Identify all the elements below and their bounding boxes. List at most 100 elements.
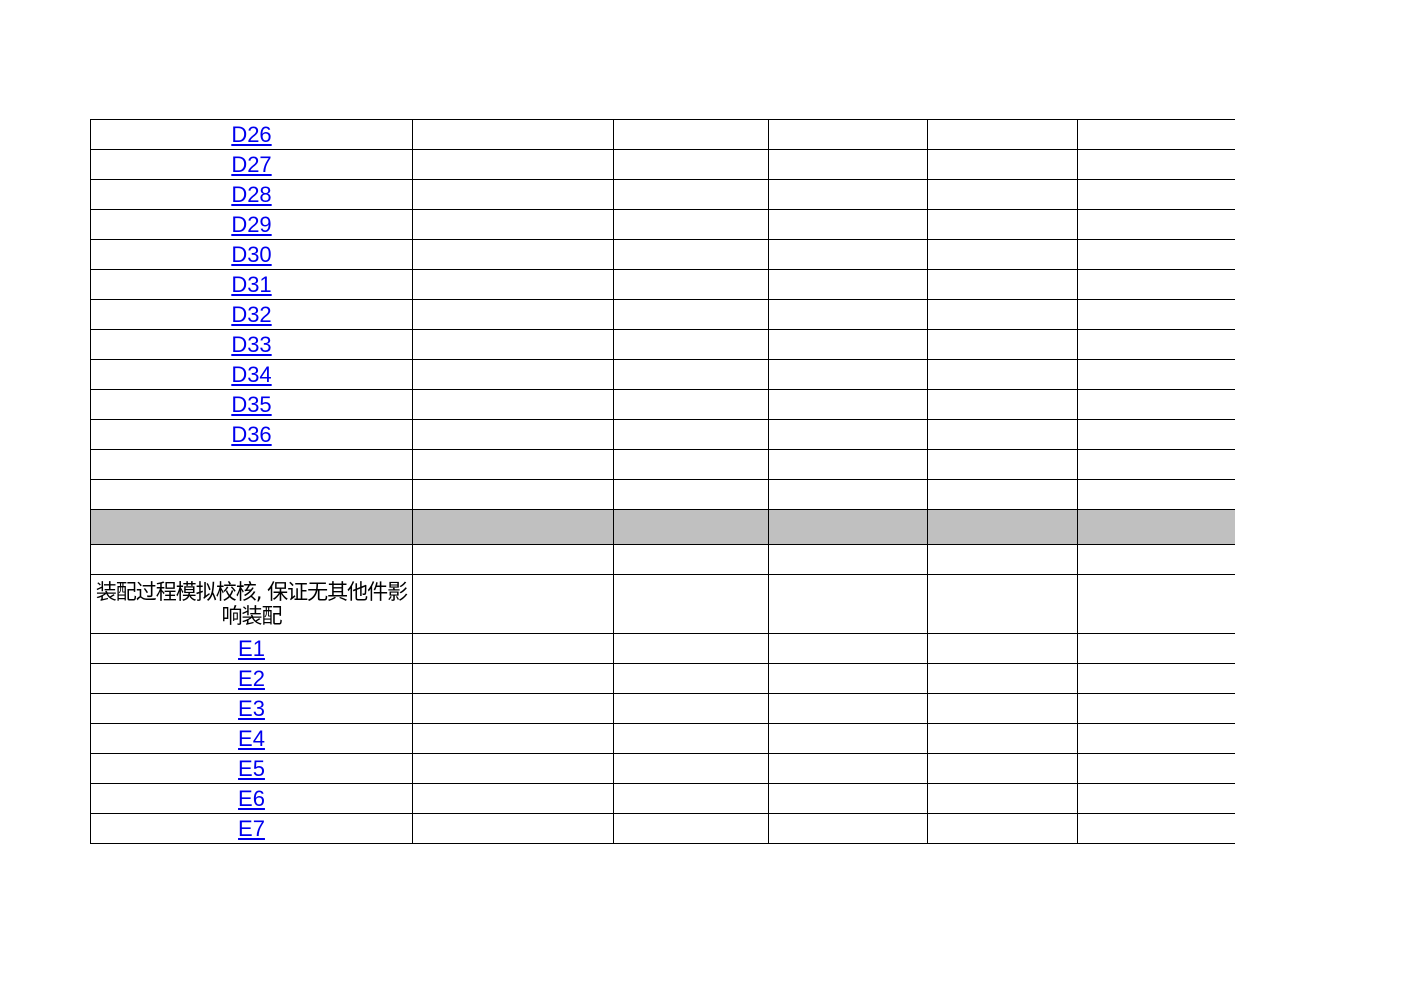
empty-cell[interactable] bbox=[768, 783, 928, 814]
cell-link[interactable]: D32 bbox=[231, 301, 272, 327]
empty-cell[interactable] bbox=[927, 753, 1078, 784]
empty-cell[interactable] bbox=[768, 239, 928, 270]
empty-cell[interactable] bbox=[613, 269, 769, 300]
empty-cell[interactable] bbox=[412, 239, 614, 270]
empty-cell[interactable] bbox=[927, 299, 1078, 330]
empty-cell[interactable] bbox=[768, 813, 928, 844]
label-cell[interactable]: D26 bbox=[90, 119, 413, 150]
label-cell[interactable]: D28 bbox=[90, 179, 413, 210]
empty-cell[interactable] bbox=[412, 329, 614, 360]
empty-cell[interactable] bbox=[613, 209, 769, 240]
empty-cell[interactable] bbox=[768, 479, 928, 510]
empty-cell[interactable] bbox=[412, 509, 614, 545]
empty-cell[interactable] bbox=[412, 544, 614, 575]
empty-cell[interactable] bbox=[613, 299, 769, 330]
empty-cell[interactable] bbox=[1077, 783, 1235, 814]
empty-cell[interactable] bbox=[613, 419, 769, 450]
cell-link[interactable]: D27 bbox=[231, 151, 272, 177]
empty-cell[interactable] bbox=[768, 149, 928, 180]
empty-cell[interactable] bbox=[927, 479, 1078, 510]
empty-cell[interactable] bbox=[1077, 389, 1235, 420]
empty-cell[interactable] bbox=[1077, 149, 1235, 180]
cell-link[interactable]: E5 bbox=[238, 755, 265, 781]
cell-link[interactable]: E2 bbox=[238, 665, 265, 691]
empty-cell[interactable] bbox=[412, 419, 614, 450]
empty-cell[interactable] bbox=[613, 574, 769, 634]
empty-cell[interactable] bbox=[927, 149, 1078, 180]
empty-cell[interactable] bbox=[768, 299, 928, 330]
empty-cell[interactable] bbox=[613, 544, 769, 575]
empty-cell[interactable] bbox=[768, 449, 928, 480]
empty-cell[interactable] bbox=[412, 179, 614, 210]
empty-cell[interactable] bbox=[927, 419, 1078, 450]
empty-cell[interactable] bbox=[768, 753, 928, 784]
empty-cell[interactable] bbox=[412, 753, 614, 784]
empty-cell[interactable] bbox=[768, 359, 928, 390]
empty-cell[interactable] bbox=[927, 239, 1078, 270]
empty-cell[interactable] bbox=[613, 119, 769, 150]
empty-cell[interactable] bbox=[412, 449, 614, 480]
empty-cell[interactable] bbox=[768, 119, 928, 150]
empty-cell[interactable] bbox=[1077, 753, 1235, 784]
label-cell[interactable]: D35 bbox=[90, 389, 413, 420]
label-cell[interactable]: D36 bbox=[90, 419, 413, 450]
label-cell[interactable]: D29 bbox=[90, 209, 413, 240]
empty-cell[interactable] bbox=[412, 723, 614, 754]
cell-link[interactable]: E6 bbox=[238, 785, 265, 811]
label-cell[interactable]: E2 bbox=[90, 663, 413, 694]
label-cell[interactable]: D31 bbox=[90, 269, 413, 300]
note-cell[interactable]: 装配过程模拟校核, 保证无其他件影响装配 bbox=[90, 574, 413, 634]
empty-cell[interactable] bbox=[1077, 419, 1235, 450]
empty-cell[interactable] bbox=[768, 509, 928, 545]
empty-cell[interactable] bbox=[613, 239, 769, 270]
empty-cell[interactable] bbox=[412, 633, 614, 664]
label-cell[interactable]: E4 bbox=[90, 723, 413, 754]
label-cell[interactable]: D34 bbox=[90, 359, 413, 390]
empty-cell[interactable] bbox=[412, 359, 614, 390]
cell-link[interactable]: D28 bbox=[231, 181, 272, 207]
empty-cell[interactable] bbox=[1077, 179, 1235, 210]
empty-cell[interactable] bbox=[90, 509, 413, 545]
label-cell[interactable]: D32 bbox=[90, 299, 413, 330]
empty-cell[interactable] bbox=[927, 509, 1078, 545]
label-cell[interactable]: E6 bbox=[90, 783, 413, 814]
empty-cell[interactable] bbox=[613, 179, 769, 210]
empty-cell[interactable] bbox=[927, 574, 1078, 634]
label-cell[interactable]: E1 bbox=[90, 633, 413, 664]
empty-cell[interactable] bbox=[768, 633, 928, 664]
empty-cell[interactable] bbox=[768, 419, 928, 450]
empty-cell[interactable] bbox=[1077, 329, 1235, 360]
empty-cell[interactable] bbox=[927, 693, 1078, 724]
empty-cell[interactable] bbox=[1077, 633, 1235, 664]
empty-cell[interactable] bbox=[613, 663, 769, 694]
empty-cell[interactable] bbox=[1077, 449, 1235, 480]
empty-cell[interactable] bbox=[613, 449, 769, 480]
empty-cell[interactable] bbox=[613, 479, 769, 510]
empty-cell[interactable] bbox=[927, 633, 1078, 664]
cell-link[interactable]: D31 bbox=[231, 271, 272, 297]
empty-cell[interactable] bbox=[412, 149, 614, 180]
empty-cell[interactable] bbox=[768, 179, 928, 210]
empty-cell[interactable] bbox=[412, 783, 614, 814]
empty-cell[interactable] bbox=[412, 209, 614, 240]
empty-cell[interactable] bbox=[613, 693, 769, 724]
empty-cell[interactable] bbox=[927, 179, 1078, 210]
empty-cell[interactable] bbox=[412, 574, 614, 634]
empty-cell[interactable] bbox=[927, 449, 1078, 480]
empty-cell[interactable] bbox=[613, 329, 769, 360]
empty-cell[interactable] bbox=[412, 663, 614, 694]
label-cell[interactable]: E7 bbox=[90, 813, 413, 844]
label-cell[interactable]: D30 bbox=[90, 239, 413, 270]
label-cell[interactable] bbox=[90, 449, 413, 480]
empty-cell[interactable] bbox=[412, 119, 614, 150]
empty-cell[interactable] bbox=[927, 813, 1078, 844]
cell-link[interactable]: D30 bbox=[231, 241, 272, 267]
empty-cell[interactable] bbox=[613, 633, 769, 664]
empty-cell[interactable] bbox=[613, 389, 769, 420]
empty-cell[interactable] bbox=[1077, 359, 1235, 390]
empty-cell[interactable] bbox=[927, 359, 1078, 390]
empty-cell[interactable] bbox=[1077, 239, 1235, 270]
empty-cell[interactable] bbox=[1077, 119, 1235, 150]
cell-link[interactable]: E4 bbox=[238, 725, 265, 751]
empty-cell[interactable] bbox=[613, 813, 769, 844]
